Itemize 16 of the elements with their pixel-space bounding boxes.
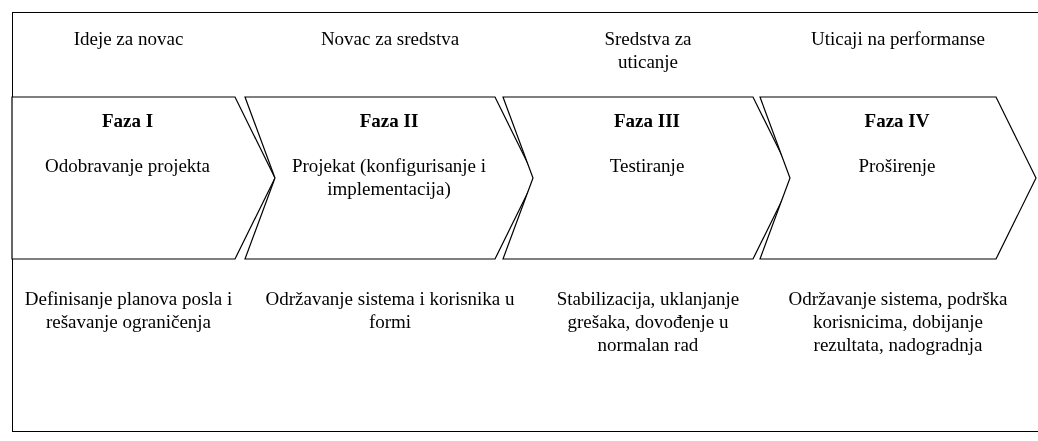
phase-note: Održavanje sistema i korisnika u formi [265, 288, 515, 334]
phase-title: Faza II [359, 110, 419, 133]
phase-heading: Uticaji na performanse [809, 28, 987, 51]
phase-note: Održavanje sistema, podrška korisnicima, dobijanje rezultata, nadogradnja [787, 288, 1009, 357]
phase-heading: Novac za sredstva [319, 28, 461, 51]
phase-description: Proširenje [858, 154, 936, 178]
phase-description: Projekat (konfigurisanje i implementacija) [290, 154, 488, 201]
phase-note: Stabilizacija, uklanjanje grešaka, dovođenje u normalan rad [555, 288, 741, 357]
phase-heading: Sredstva za uticanje [603, 28, 693, 74]
phase-title: Faza I [101, 110, 154, 133]
phase-title: Faza IV [864, 110, 930, 133]
phase-description: Odobravanje projekta [44, 154, 211, 178]
phase-note: Definisanje planova posla i rešavanje ograničenja [23, 288, 234, 334]
phase-heading: Ideje za novac [72, 28, 185, 51]
phase-title: Faza III [614, 110, 680, 133]
phase-description: Testiranje [609, 154, 685, 178]
